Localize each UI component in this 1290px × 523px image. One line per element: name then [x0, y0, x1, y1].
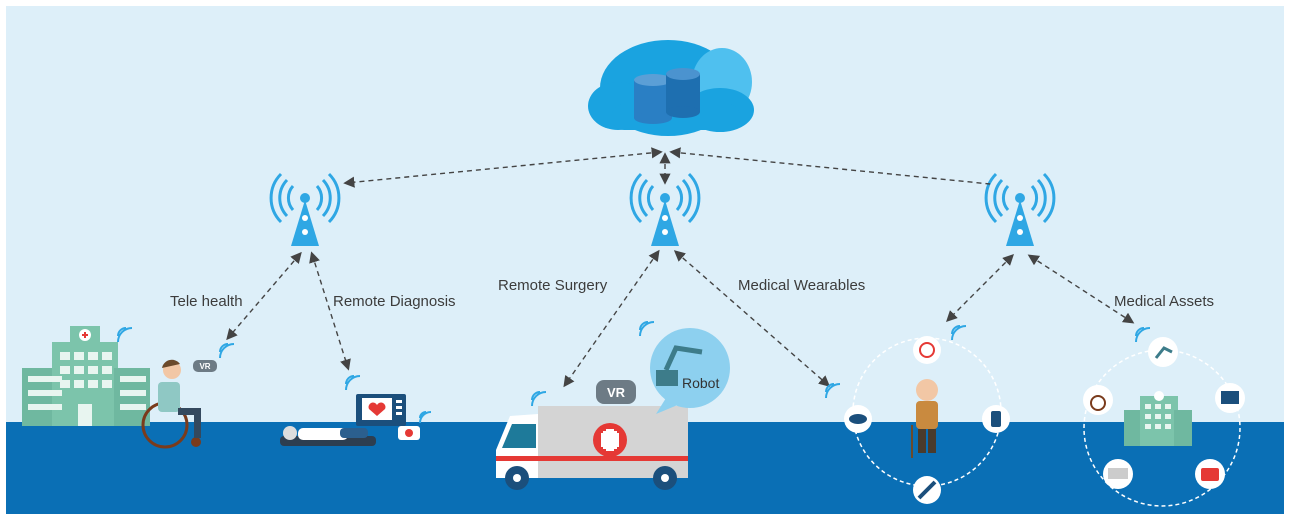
heart-monitor-icon [345, 375, 406, 426]
ambulance-icon [496, 380, 688, 490]
signal-icon [219, 343, 235, 359]
patient-lying-icon [280, 426, 376, 446]
vr-small-label: VR [199, 362, 210, 371]
remote-surgery-label: Remote Surgery [498, 277, 608, 294]
medical-assets-label: Medical Assets [1114, 293, 1215, 310]
cell-tower-icon [984, 172, 1056, 246]
tele-health-label: Tele health [170, 293, 243, 310]
cloud-database-icon [588, 40, 754, 136]
assets-ring [1083, 327, 1245, 507]
robot-arm-icon [1148, 337, 1178, 367]
robot-label: Robot [682, 375, 719, 391]
cell-tower-icon [269, 172, 341, 246]
connection-arrows [226, 147, 1135, 388]
smartwatch-icon [913, 336, 941, 364]
vr-large-label: VR [607, 385, 626, 400]
wheelchair-icon [1083, 385, 1113, 415]
hospital-icon [1124, 391, 1192, 446]
hospital-icon [22, 326, 150, 426]
medical-kit-icon [398, 411, 432, 440]
wearables-ring [825, 325, 1010, 504]
medical-wearables-label: Medical Wearables [738, 277, 866, 294]
remote-diagnosis-label: Remote Diagnosis [333, 293, 456, 310]
elderly-person-icon [911, 379, 938, 458]
robot-arm-icon [639, 321, 730, 414]
wheelchair-icon [141, 359, 217, 449]
